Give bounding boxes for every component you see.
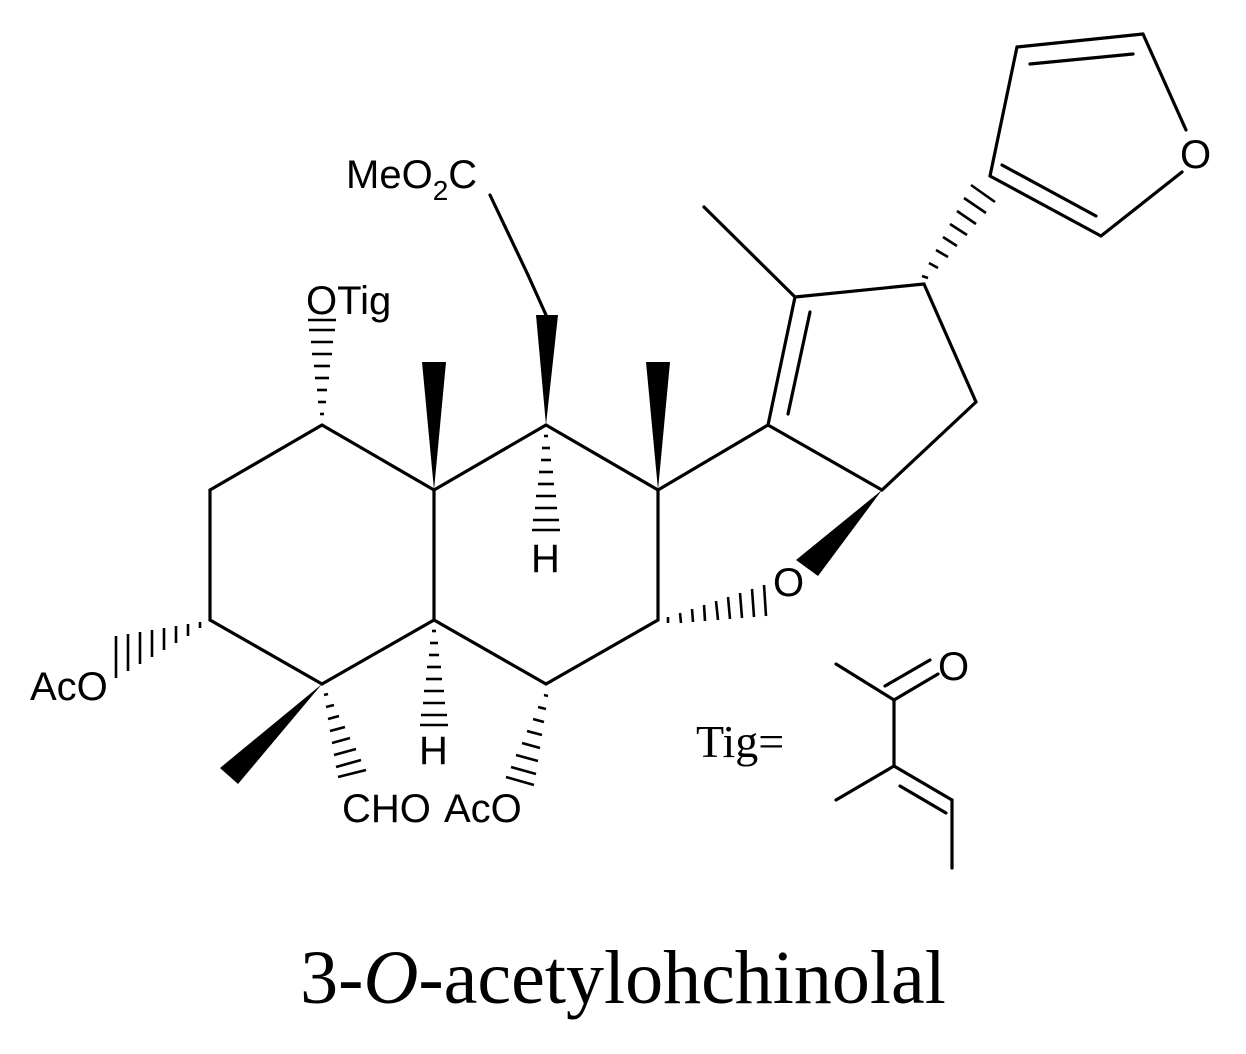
caption-italic-o: O [363, 936, 419, 1020]
wedge-methyl-1 [422, 362, 446, 490]
hash-bond-aco-bottom [505, 693, 549, 787]
hash-bond-h-upper [532, 434, 560, 532]
hash-bond-cho [323, 692, 367, 779]
label-h-upper: H [531, 537, 560, 581]
hash-bond-ether [666, 584, 768, 624]
label-h-lower: H [419, 729, 448, 773]
label-tig-equals: Tig= [696, 716, 784, 767]
wedge-methyl-2 [646, 362, 670, 490]
ring-b [432, 423, 660, 686]
label-aco-bottom: AcO [444, 787, 522, 831]
compound-name-caption: 3-O-acetylohchinolal [0, 940, 1246, 1016]
label-meo2c: MeO2C [346, 153, 477, 206]
wedge-bond-ch2 [536, 315, 558, 425]
wedge-bond-ether [796, 490, 882, 576]
tiglate-structure [834, 658, 954, 870]
wedge-methyl-4 [220, 684, 322, 784]
label-o-furan: O [1180, 133, 1211, 177]
label-cho: CHO [342, 787, 431, 831]
label-o-ring-ether: O [773, 561, 804, 605]
label-aco-left: AcO [30, 665, 108, 709]
caption-suffix: -acetylohchinolal [418, 936, 946, 1020]
hash-bond-aco-left [114, 622, 202, 678]
hash-bond-otig [308, 318, 336, 416]
label-otig: OTig [306, 279, 391, 323]
ring-cd [656, 205, 978, 492]
ring-a [208, 423, 436, 686]
hash-bond-h-lower [420, 629, 448, 727]
hash-bond-furan [921, 183, 996, 280]
caption-prefix: 3- [300, 936, 364, 1020]
furan-ring [988, 32, 1188, 238]
label-o-tiglate: O [938, 645, 969, 689]
